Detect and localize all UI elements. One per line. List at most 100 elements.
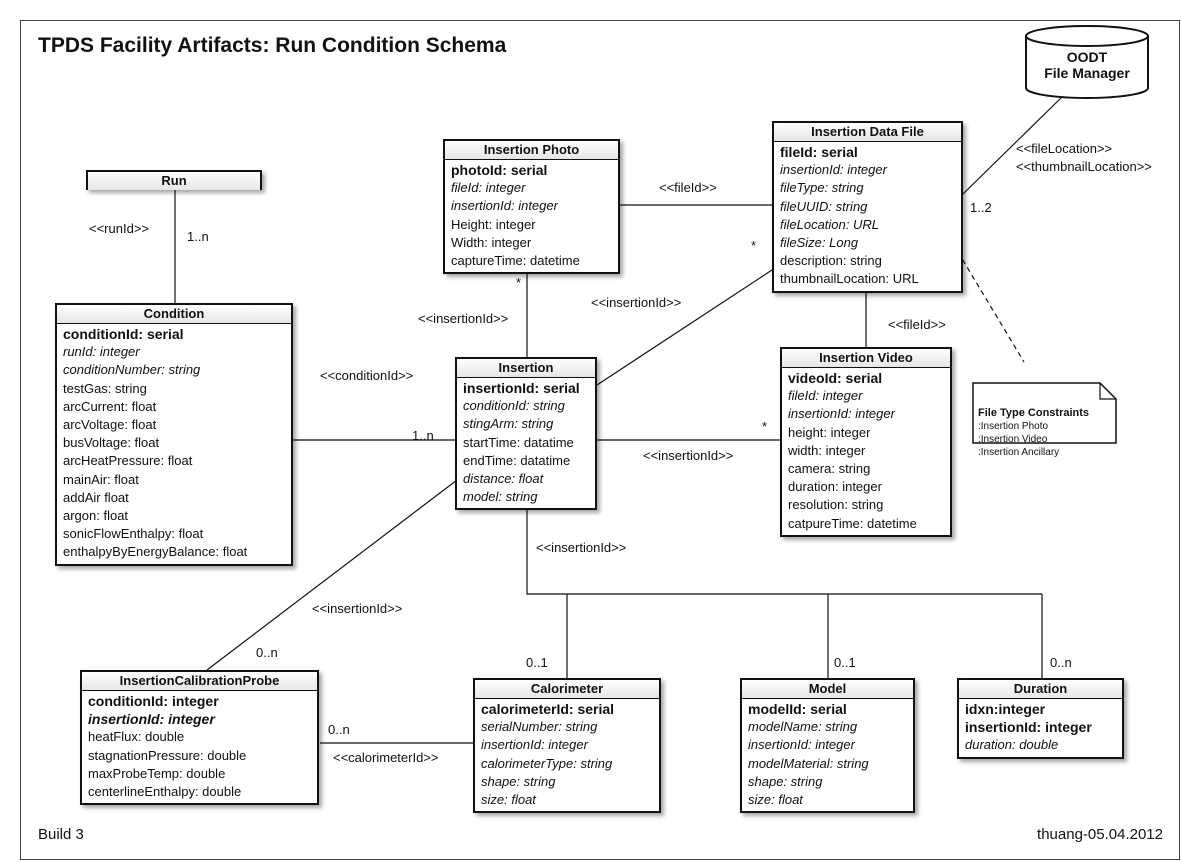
attribute-row: insertionId: integer [88,711,215,728]
attribute-row: fileLocation: URL [780,216,879,232]
attribute-row: fileUUID: string [780,198,868,214]
entity-name: Insertion Video [782,349,950,368]
probe-calorimeter-multiplicity: 0..n [328,722,350,737]
attribute-row: shape: string [481,773,556,789]
attribute-row: camera: string [788,461,871,477]
attribute-row: centerlineEnthalpy: double [88,784,242,800]
attribute-list: videoId: serial fileId: integer insertionI… [782,368,950,535]
attribute-row: modelMaterial: string [748,755,869,771]
attribute-row: calorimeterId: serial [481,701,615,717]
attribute-row: insertionId: integer [451,198,558,214]
attribute-row: insertionId: integer [788,406,895,422]
diagram-title: TPDS Facility Artifacts: Run Condition S… [38,34,507,57]
insertion-model-multiplicity: 0..1 [834,655,856,670]
attribute-row: calorimeterType: string [481,755,613,771]
attribute-row: insertionId: integer [748,737,855,753]
attribute-row: idxn:integer [965,701,1046,717]
attribute-row: argon: float [63,508,129,524]
entity-duration[interactable]: Duration idxn:integer insertionId: integer… [957,678,1124,759]
attribute-list: conditionId: integer insertionId: integer… [82,691,317,803]
insertion-calorimeter-multiplicity: 0..1 [526,655,548,670]
entity-name: Insertion Data File [774,123,961,142]
entity-name: Model [742,680,913,699]
attribute-row: distance: float [463,471,544,487]
entity-condition[interactable]: Condition conditionId: serial runId: integ… [55,303,293,566]
datafile-insertion-multiplicity: * [751,238,757,253]
attribute-row: insertionId: integer [965,719,1092,736]
entity-name: InsertionCalibrationProbe [82,672,317,691]
entity-run[interactable]: Run [86,170,262,190]
entity-name: Duration [959,680,1122,699]
entity-name: Condition [57,305,291,324]
attribute-row: fileSize: Long [780,235,859,251]
attribute-row: shape: string [748,773,823,789]
entity-calorimeter[interactable]: Calorimeter calorimeterId: serial serialNu… [473,678,661,814]
probe-calorimeter-key-label: <<calorimeterId>> [333,750,439,765]
entity-insertion-data-file[interactable]: Insertion Data File fileId: serial inserti… [772,121,963,293]
insertion-children-connector [526,508,1042,595]
entity-insertion[interactable]: Insertion insertionId: serial conditionId:… [455,357,597,511]
attribute-row: insertionId: integer [780,162,887,178]
entity-name: Insertion Photo [445,141,618,160]
attribute-row: heatFlux: double [88,729,185,745]
file-manager-label: OODT File Manager [1022,49,1152,81]
photo-insertion-key-label: <<insertionId>> [418,311,509,326]
attribute-row: testGas: string [63,380,147,396]
datafile-video-key-label: <<fileId>> [888,317,946,332]
diagram-frame [20,20,1180,860]
run-condition-key-label: <<runId>> [89,221,149,236]
photo-datafile-key-label: <<fileId>> [659,180,717,195]
attribute-list: insertionId: serial conditionId: string st… [457,378,595,508]
attribute-row: busVoltage: float [63,435,160,451]
entity-insertion-video[interactable]: Insertion Video videoId: serial fileId: in… [780,347,952,537]
attribute-row: serialNumber: string [481,719,598,735]
attribute-row: mainAir: float [63,471,139,487]
attribute-row: endTime: datatime [463,452,571,468]
attribute-row: resolution: string [788,497,884,513]
attribute-row: Height: integer [451,216,536,232]
attribute-row: size: float [481,792,536,808]
attribute-row: enthalpyByEnergyBalance: float [63,544,248,560]
insertion-probe-connector [206,479,458,671]
entity-name: Calorimeter [475,680,659,699]
attribute-row: addAir float [63,489,129,505]
attribute-row: videoId: serial [788,370,883,386]
condition-insertion-key-label: <<conditionId>> [320,368,414,383]
attribute-list: calorimeterId: serial serialNumber: strin… [475,699,659,811]
insertion-probe-key-label: <<insertionId>> [312,601,403,616]
file-manager-datastore-icon [1025,25,1149,99]
attribute-row: fileType: string [780,180,864,196]
note-item: :Insertion Ancillary [978,447,1060,458]
attribute-row: fileId: integer [788,388,863,404]
attribute-row: runId: integer [63,344,140,360]
attribute-row: modelName: string [748,719,858,735]
attribute-row: size: float [748,792,803,808]
attribute-row: conditionId: serial [63,326,184,342]
attribute-row: photoId: serial [451,162,548,178]
attribute-row: fileId: serial [780,144,858,160]
insertion-duration-multiplicity: 0..n [1050,655,1072,670]
attribute-row: model: string [463,489,538,505]
attribute-row: arcVoltage: float [63,417,157,433]
datafile-insertion-connector [596,269,773,386]
attribute-row: conditionId: string [463,398,565,414]
attribute-row: description: string [780,253,882,269]
filemanager-thumbnail-key-label: <<thumbnailLocation>> [1016,159,1152,174]
datafile-insertion-key-label: <<insertionId>> [591,295,682,310]
attribute-row: insertionId: serial [463,380,580,396]
attribute-row: width: integer [788,442,866,458]
attribute-row: duration: integer [788,479,882,495]
filemanager-location-key-label: <<fileLocation>> [1016,141,1113,156]
author-date-label: thuang-05.04.2012 [1037,826,1163,843]
attribute-row: stingArm: string [463,416,554,432]
attribute-row: arcHeatPressure: float [63,453,193,469]
attribute-row: Width: integer [451,234,532,250]
attribute-row: arcCurrent: float [63,398,157,414]
attribute-row: conditionId: integer [88,693,219,709]
entity-name: Insertion [457,359,595,378]
